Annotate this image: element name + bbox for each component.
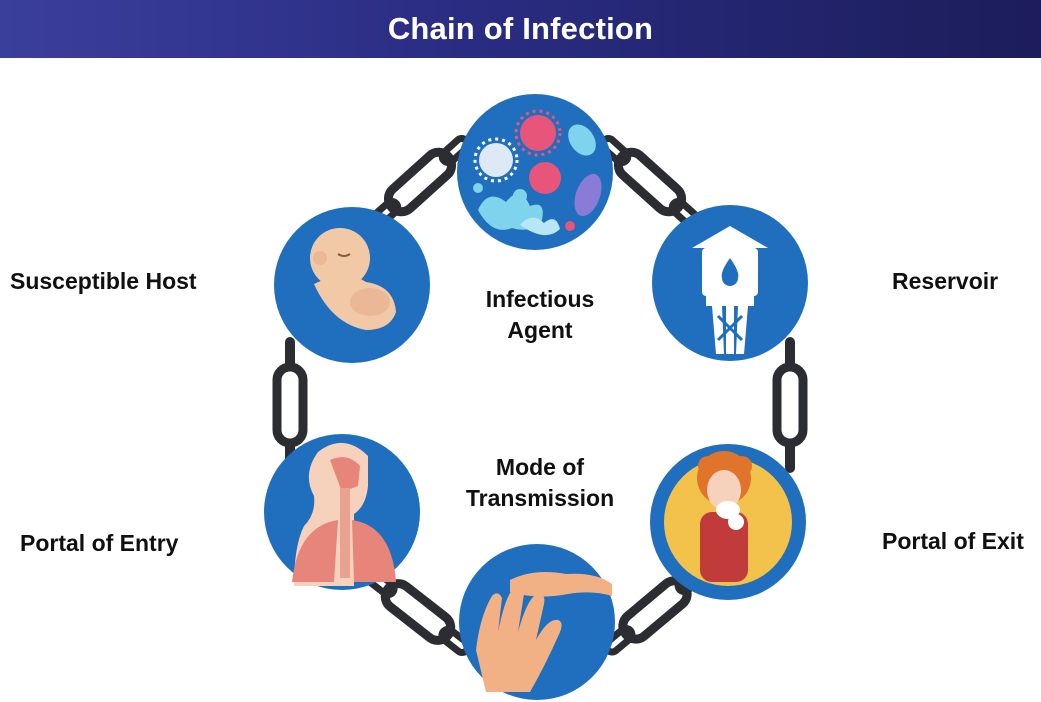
portal-of-entry-node <box>264 434 420 590</box>
portal-of-exit-node <box>650 444 806 600</box>
label-infectious-agent-line2: Agent <box>507 317 573 343</box>
water-tower-icon <box>692 226 768 354</box>
label-mode-of-transmission-line2: Transmission <box>465 485 615 511</box>
touching-hands-icon <box>476 572 612 692</box>
label-infectious-agent-line1: Infectious <box>485 286 595 312</box>
respiratory-system-icon <box>292 442 396 586</box>
label-mode-of-transmission: Mode of Transmission <box>440 452 640 514</box>
baby-icon <box>310 228 396 330</box>
chain-link-right <box>772 337 808 473</box>
susceptible-host-node <box>274 207 430 363</box>
label-reservoir: Reservoir <box>892 268 999 294</box>
page-title: Chain of Infection <box>387 11 654 46</box>
sneezing-person-icon <box>697 451 752 582</box>
microbes-icon <box>473 109 602 236</box>
label-portal-of-exit: Portal of Exit <box>882 528 1024 554</box>
mode-of-transmission-node <box>459 544 615 700</box>
label-susceptible-host: Susceptible Host <box>10 268 197 294</box>
infectious-agent-node <box>457 94 613 250</box>
label-mode-of-transmission-line1: Mode of <box>495 454 585 480</box>
title-banner: Chain of Infection <box>0 0 1041 58</box>
label-infectious-agent: Infectious Agent <box>440 284 640 346</box>
reservoir-node <box>652 205 808 361</box>
label-portal-of-entry: Portal of Entry <box>20 530 179 556</box>
